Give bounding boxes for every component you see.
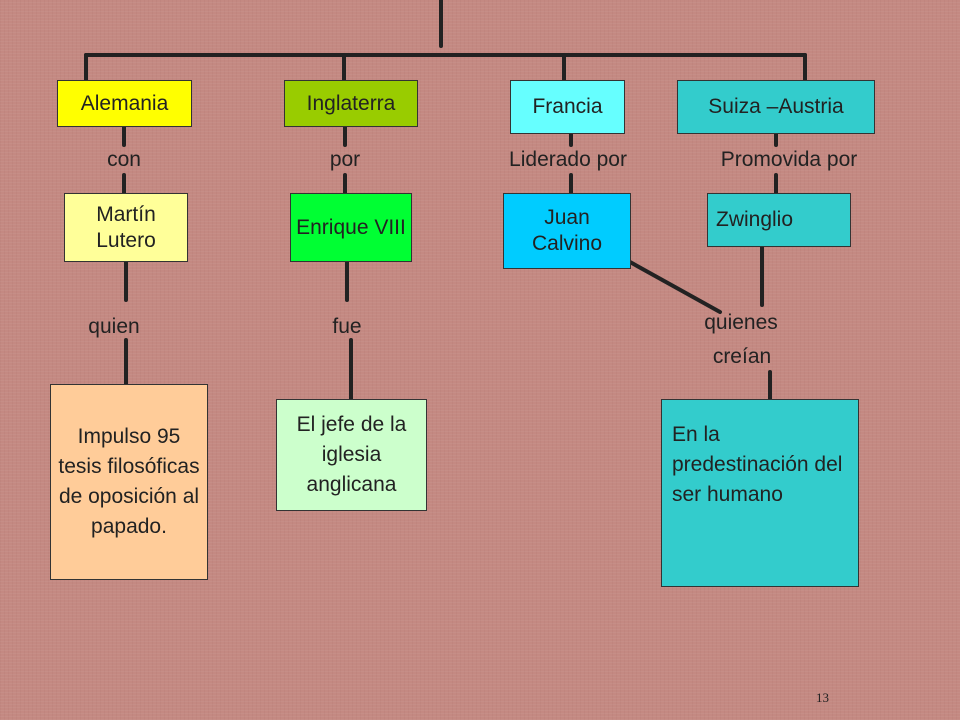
country-alemania: Alemania xyxy=(57,80,192,127)
label-con: con xyxy=(107,148,141,171)
leader-zwinglio: Zwinglio xyxy=(707,193,851,247)
label-promovida-por: Promovida por xyxy=(720,148,858,171)
leader-juan-calvino: Juan Calvino xyxy=(503,193,631,269)
leader-enrique-viii: Enrique VIII xyxy=(290,193,412,262)
country-suiza-austria: Suiza –Austria xyxy=(677,80,875,134)
leader-martin-lutero: Martín Lutero xyxy=(64,193,188,262)
label-fue: fue xyxy=(332,315,362,338)
country-inglaterra: Inglaterra xyxy=(284,80,418,127)
outcome-impulso-95-tesis: Impulso 95 tesis filosóficas de oposició… xyxy=(50,384,208,580)
label-creian: creían xyxy=(712,345,772,368)
outcome-jefe-iglesia-anglicana: El jefe de la iglesia anglicana xyxy=(276,399,427,511)
line-calvino-quienes xyxy=(628,260,722,314)
label-por: por xyxy=(329,148,361,171)
label-quienes: quienes xyxy=(704,311,778,334)
label-liderado-por: Liderado por xyxy=(509,148,627,171)
country-francia: Francia xyxy=(510,80,625,134)
outcome-predestinacion: En la predestinación del ser humano xyxy=(661,399,859,587)
label-quien: quien xyxy=(88,315,140,338)
page-number: 13 xyxy=(816,690,829,705)
